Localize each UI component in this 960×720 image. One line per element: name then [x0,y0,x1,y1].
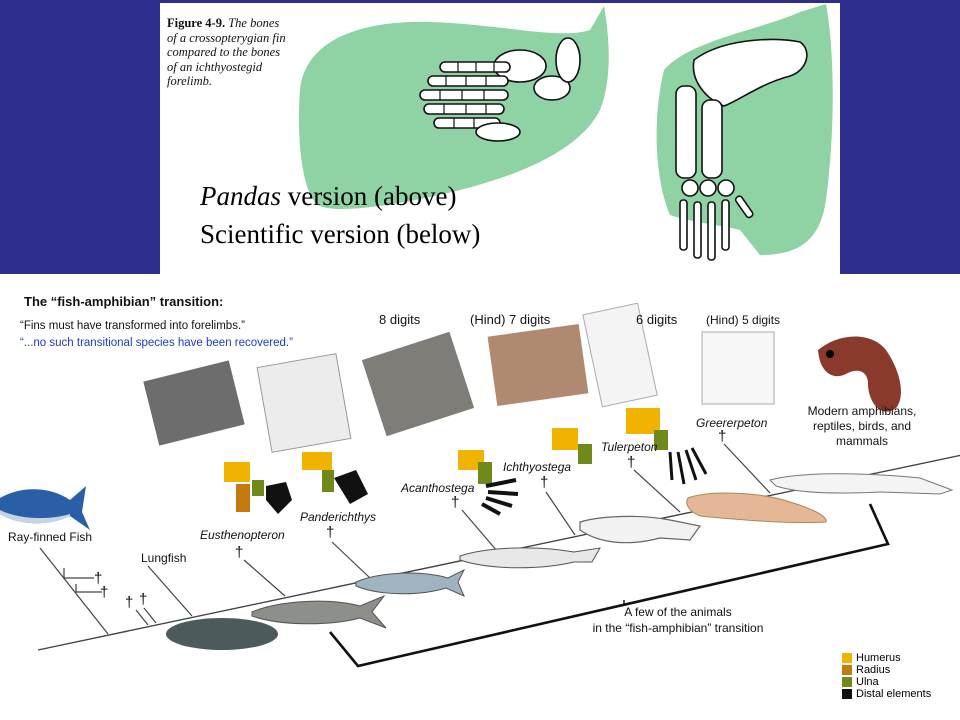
legend-label: Distal elements [856,688,932,700]
extinct-dagger: † [125,594,134,611]
legend-label: Humerus [856,652,901,664]
extinct-dagger: † [235,544,244,561]
label-ichthyostega: Ichthyostega [503,460,572,474]
label-modern-amphibians: Modern amphibians, reptiles, birds, and … [804,404,920,449]
extinct-dagger: † [627,454,636,471]
acanthostega-fossil-image [361,331,475,437]
extinct-dagger: † [94,570,103,587]
modern-line-1: Modern amphibians, [807,404,917,418]
label-lungfish: Lungfish [141,551,187,565]
label-eusthenopteron: Eusthenopteron [200,528,285,542]
ichthyostega-fossil-image [487,323,589,407]
figure-caption: Figure 4-9. The bones of a crossopterygi… [167,16,287,89]
limb-bones-tulerpeton [626,408,708,485]
label-panderichthys: Panderichthys [300,510,377,524]
bone-legend: Humerus Radius Ulna Distal elements [842,652,931,700]
pandas-version-label: Pandas version (above) [200,181,456,212]
legend-item-ulna: Ulna [842,676,931,688]
limb-bones-panderichthys [302,452,368,504]
extinct-dagger: † [100,584,109,601]
pandas-version-rest: version (above) [281,181,457,211]
label-greererpeton: Greererpeton [696,416,768,430]
salamander-image [818,336,901,412]
modern-line-2: reptiles, birds, and [812,419,912,433]
legend-swatch [842,665,852,675]
label-ray-finned-fish: Ray-finned Fish [8,530,93,544]
transition-bracket [328,503,890,668]
phylogeny-branches [39,443,771,635]
tuna-image [0,486,90,530]
crossopterygian-fin-image [298,6,609,210]
legend-swatch [842,653,852,663]
eusthenopteron-fish-image [251,594,387,629]
extinct-dagger: † [139,591,148,608]
legend-item-humerus: Humerus [842,652,931,664]
pandas-figure-illustration [298,4,833,261]
label-hind-7-digits: (Hind) 7 digits [470,312,551,327]
quote-fins-transformed: “Fins must have transformed into forelim… [20,320,245,332]
scientific-version-label: Scientific version (below) [200,219,481,249]
pandas-word: Pandas [200,181,281,211]
tulerpeton-image [686,492,827,524]
legend-item-distal: Distal elements [842,688,931,700]
legend-swatch [842,677,852,687]
modern-line-3: mammals [835,434,888,448]
lungfish-image [166,618,278,650]
greererpeton-limb-drawing [701,331,775,405]
extinct-dagger: † [540,474,549,491]
acanthostega-image [459,547,601,569]
limb-bones-ichthyostega [552,428,592,464]
extinct-dagger: † [326,524,335,541]
bracket-caption-line-2: in the “fish-amphibian” transition [592,621,764,635]
legend-label: Ulna [856,676,879,688]
limb-bones-acanthostega [458,450,519,516]
eusthenopteron-fossil-image [143,360,245,446]
panderichthys-fish-image [355,568,466,597]
ichthyostega-skeleton-image [579,515,702,544]
label-6-digits: 6 digits [636,312,678,327]
panderichthys-fin-drawing [256,353,352,453]
legend-label: Radius [856,664,891,676]
limb-bones-eusthenopteron [224,462,292,514]
figure-caption-text: The bones of a crossopterygian fin compa… [167,16,286,88]
transition-title: The “fish-amphibian” transition: [24,294,224,309]
extinct-dagger: † [451,494,460,511]
label-acanthostega: Acanthostega [401,481,475,495]
figure-number: Figure 4-9. [167,16,226,30]
label-8-digits: 8 digits [379,312,421,327]
ichthyostegid-forelimb-image [656,4,833,261]
legend-swatch [842,689,852,699]
legend-item-radius: Radius [842,664,931,676]
greererpeton-skeleton-image [769,473,954,495]
extinct-dagger: † [718,428,727,445]
tulerpeton-limb-drawing [582,302,658,408]
label-tulerpeton: Tulerpeton [601,440,658,454]
bracket-caption-line-1: A few of the animals [624,605,732,619]
quote-no-transitional: “...no such transitional species have be… [20,337,293,349]
label-hind-5-digits: (Hind) 5 digits [706,313,781,327]
bracket-caption: A few of the animals in the “fish-amphib… [578,604,778,636]
